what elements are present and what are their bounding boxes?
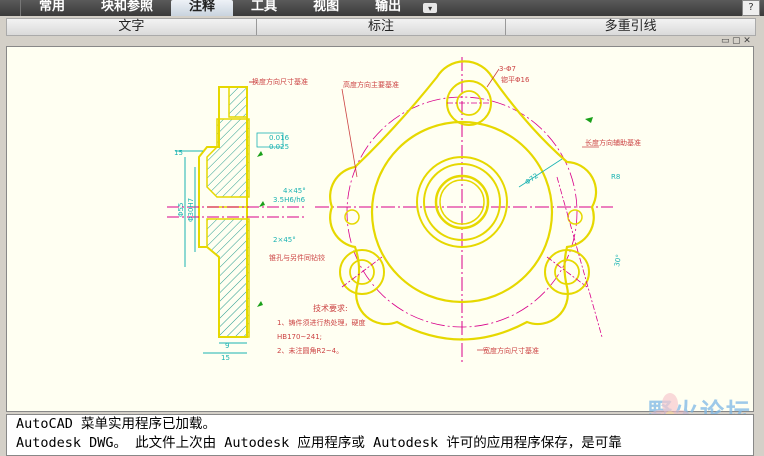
dim-phi72: Φ72 bbox=[524, 172, 540, 187]
tech-title: 技术要求: bbox=[313, 303, 348, 313]
tab-blocks-references[interactable]: 块和参照 bbox=[101, 0, 154, 14]
dim-left-b: Φ30H7 bbox=[187, 198, 195, 222]
note-bottom-ref: 宽度方向尺寸基准 bbox=[483, 346, 539, 355]
note-3-phi7: 3-Φ7 bbox=[499, 65, 516, 73]
viewport-window-buttons: ▭ ▢ ✕ bbox=[721, 36, 751, 46]
cad-drawing: 15 Φ55 Φ30H7 0.016 0.025 换度方向尺寸基准 3.5H6/… bbox=[167, 57, 641, 363]
dim-15b: 15 bbox=[221, 354, 230, 362]
panel-dimension[interactable]: 标注 bbox=[257, 19, 507, 35]
drawing-canvas[interactable]: ▭ ▢ ✕ 15 Φ bbox=[6, 37, 754, 412]
roughness-2: 0.025 bbox=[269, 143, 289, 151]
section-view: 15 Φ55 Φ30H7 0.016 0.025 换度方向尺寸基准 3.5H6/… bbox=[167, 77, 325, 362]
tech-line-1b: HB170~241; bbox=[277, 333, 322, 341]
hole-note: 锥孔与另件同钻铰 bbox=[269, 253, 325, 262]
command-window[interactable]: AutoCAD 菜单实用程序已加载。 Autodesk DWG。 此文件上次由 … bbox=[6, 414, 754, 456]
dim-9: 9 bbox=[225, 342, 229, 350]
roughness-1: 0.016 bbox=[269, 134, 290, 142]
dim-4x45: 4×45° bbox=[283, 187, 306, 195]
note-mid-top: 高度方向主要基准 bbox=[343, 80, 399, 89]
note-left-top: 换度方向尺寸基准 bbox=[252, 77, 308, 86]
front-view: 3-Φ7 锪平Φ16 高度方向主要基准 长度方向辅助基准 R8 Φ72 30° … bbox=[315, 57, 641, 363]
dim-right: 30° bbox=[613, 254, 623, 268]
dim-left-15: 15 bbox=[174, 149, 183, 157]
dim-left-a: Φ55 bbox=[177, 203, 185, 217]
dim-r8: R8 bbox=[611, 173, 620, 181]
panel-multileader[interactable]: 多重引线 bbox=[604, 19, 657, 34]
restore-icon[interactable]: ▢ bbox=[732, 36, 741, 46]
tab-output[interactable]: 输出 bbox=[375, 0, 402, 14]
tech-line-1: 1、铸件须进行热处理，硬度 bbox=[277, 318, 365, 327]
tab-tools[interactable]: 工具 bbox=[251, 0, 278, 14]
tab-view[interactable]: 视图 bbox=[313, 0, 340, 14]
command-history-line-1: AutoCAD 菜单实用程序已加载。 bbox=[16, 416, 217, 432]
ribbon-grip bbox=[8, 0, 21, 16]
technical-requirements: 技术要求: 1、铸件须进行热处理，硬度 HB170~241; 2、未注圆角R2~… bbox=[277, 303, 365, 355]
dim-center: 3.5H6/h6 bbox=[273, 196, 306, 204]
note-spotface: 锪平Φ16 bbox=[501, 75, 530, 84]
help-icon[interactable]: ? bbox=[742, 0, 760, 16]
note-right-mid: 长度方向辅助基准 bbox=[585, 138, 641, 147]
ribbon-dropdown-icon[interactable]: ▾ bbox=[423, 3, 438, 13]
tab-annotate[interactable]: 注释 bbox=[171, 0, 234, 16]
tech-line-2: 2、未注圆角R2~4。 bbox=[277, 346, 343, 355]
ribbon-panel-bar: 文字 标注 多重引线 bbox=[6, 18, 756, 36]
tab-common[interactable]: 常用 bbox=[39, 0, 66, 14]
command-history-line-2: Autodesk DWG。 此文件上次由 Autodesk 应用程序或 Auto… bbox=[16, 435, 622, 451]
dim-2x45: 2×45° bbox=[273, 236, 296, 244]
close-icon[interactable]: ✕ bbox=[743, 36, 751, 46]
minimize-icon[interactable]: ▭ bbox=[721, 36, 730, 46]
panel-text[interactable]: 文字 bbox=[7, 19, 257, 35]
ribbon-tab-bar: 常用 块和参照 注释 工具 视图 输出 ▾ ? bbox=[0, 0, 764, 16]
